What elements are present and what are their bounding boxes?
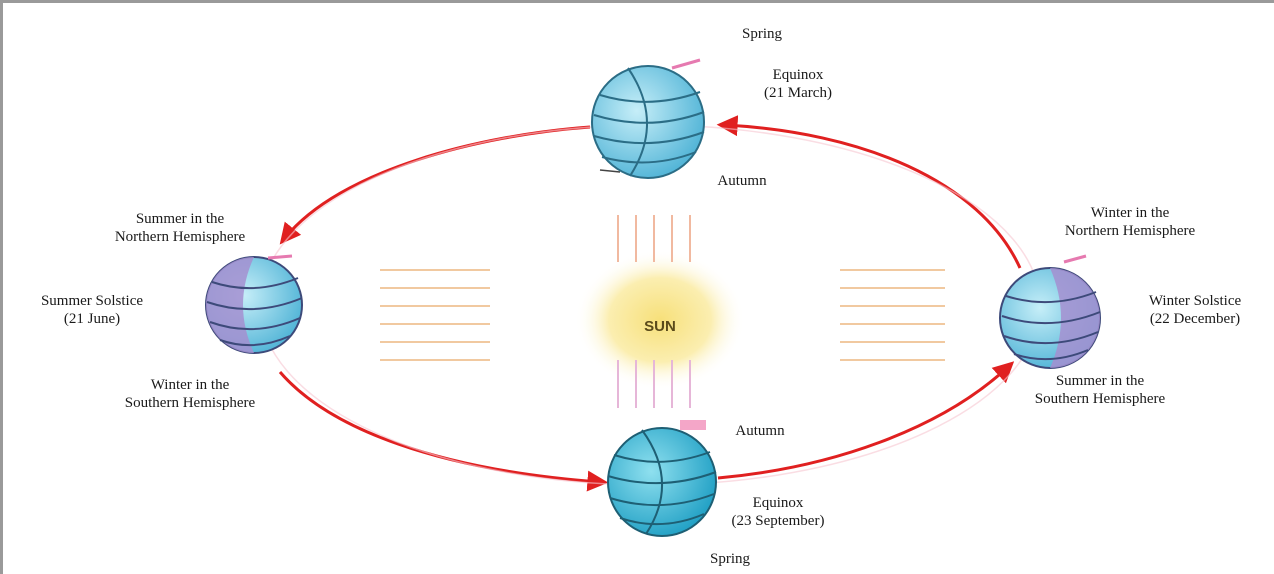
right-hemisphere-top-line2: Northern Hemisphere bbox=[1064, 223, 1196, 239]
left-solstice-line1: Summer Solstice bbox=[40, 293, 144, 309]
right-hemisphere-top-line1: Winter in the bbox=[1090, 205, 1170, 221]
left-solstice-label: Summer Solstice (21 June) bbox=[12, 292, 172, 328]
bottom-equinox-label: Equinox (23 September) bbox=[708, 494, 848, 530]
top-season-autumn: Autumn bbox=[717, 173, 767, 189]
earth-globe-june bbox=[205, 254, 303, 354]
right-hemisphere-bottom: Summer in the Southern Hemisphere bbox=[1000, 372, 1200, 408]
right-hemisphere-bottom-line2: Southern Hemisphere bbox=[1034, 391, 1166, 407]
sun-rays-left bbox=[380, 269, 490, 361]
left-solstice-line2: (21 June) bbox=[63, 311, 121, 327]
orbit-arc-top-left bbox=[279, 125, 591, 245]
sun-rays-down bbox=[617, 360, 691, 408]
left-hemisphere-bottom-line2: Southern Hemisphere bbox=[124, 395, 256, 411]
top-season-spring: Spring bbox=[741, 26, 782, 42]
right-hemisphere-bottom-line1: Summer in the bbox=[1055, 373, 1145, 389]
bottom-equinox-line1: Equinox bbox=[752, 495, 804, 511]
sun-rays-up bbox=[617, 215, 691, 262]
sun-glow bbox=[575, 250, 745, 390]
left-hemisphere-top: Summer in the Northern Hemisphere bbox=[80, 210, 280, 246]
right-solstice-line1: Winter Solstice bbox=[1148, 293, 1242, 309]
orbit-arc-bottom-right bbox=[717, 361, 1015, 480]
orbit-arc-left-bottom bbox=[278, 371, 609, 492]
bottom-season-spring: Spring bbox=[709, 551, 750, 567]
left-hemisphere-bottom-line1: Winter in the bbox=[150, 377, 230, 393]
left-hemisphere-top-line2: Northern Hemisphere bbox=[114, 229, 246, 245]
right-solstice-line2: (22 December) bbox=[1149, 311, 1241, 327]
orbit-arc-right-top bbox=[716, 115, 1022, 269]
earth-globe-december bbox=[999, 254, 1101, 369]
earth-globe-september bbox=[607, 420, 717, 537]
sun-label: SUN bbox=[644, 318, 676, 335]
top-equinox-label: Equinox (21 March) bbox=[738, 66, 858, 102]
right-hemisphere-top: Winter in the Northern Hemisphere bbox=[1030, 204, 1230, 240]
left-hemisphere-top-line1: Summer in the bbox=[135, 211, 225, 227]
right-solstice-label: Winter Solstice (22 December) bbox=[1120, 292, 1270, 328]
top-equinox-line1: Equinox bbox=[772, 67, 824, 83]
bottom-equinox-line2: (23 September) bbox=[731, 513, 825, 529]
top-equinox-line2: (21 March) bbox=[764, 85, 832, 101]
bottom-season-autumn: Autumn bbox=[735, 423, 785, 439]
left-hemisphere-bottom: Winter in the Southern Hemisphere bbox=[90, 376, 290, 412]
sun-rays-right bbox=[840, 269, 945, 361]
earth-globe-march bbox=[591, 58, 705, 179]
